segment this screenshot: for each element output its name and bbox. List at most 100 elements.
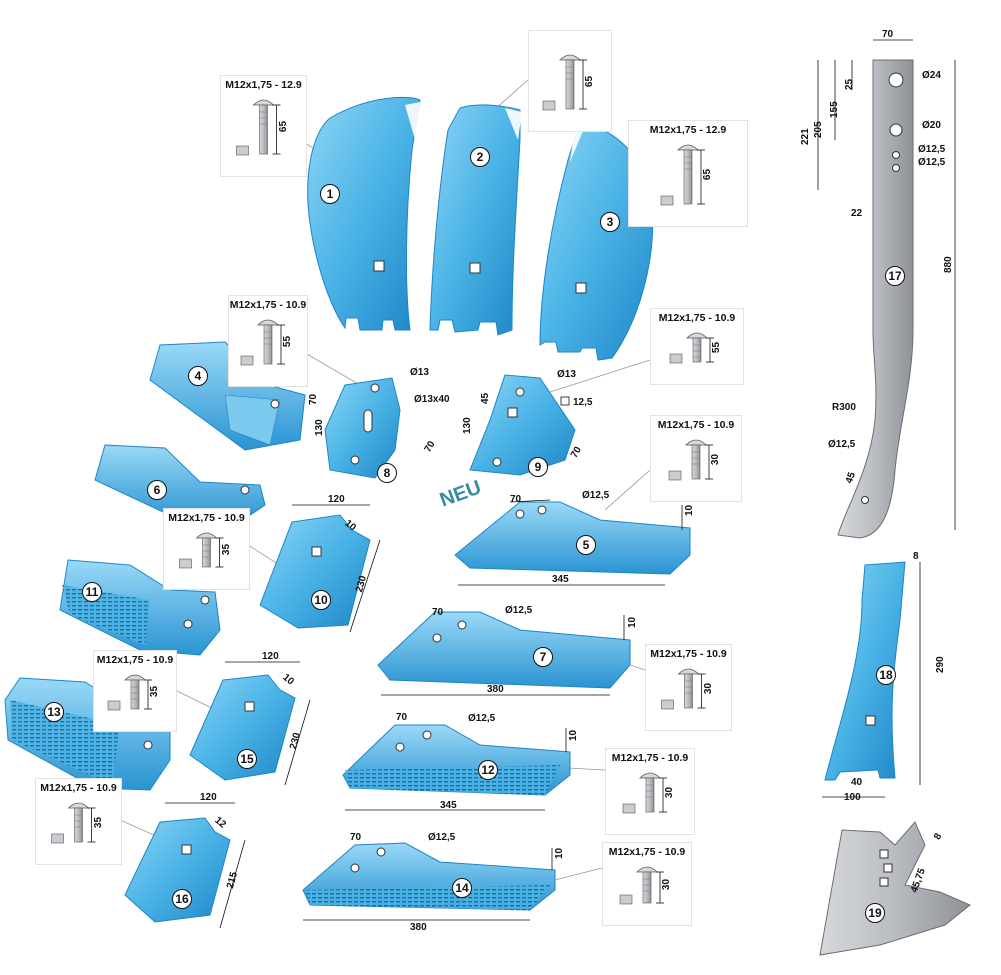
p7-hole-label: Ø12,5: [505, 605, 533, 616]
p16-w-label: 120: [200, 792, 217, 803]
p18-w1-label: 40: [851, 777, 863, 788]
p14-len-label: 380: [410, 922, 427, 933]
part-badge-circle: [147, 480, 167, 500]
p9-square-label: 12,5: [573, 397, 593, 408]
bolt-spec-label: M12x1,75 - 12.9: [649, 124, 727, 136]
part-number-label: 16: [175, 892, 189, 906]
point-8: [324, 377, 401, 479]
bolt-icon: [236, 99, 281, 156]
part-number-label: 3: [607, 215, 614, 229]
p17-r-label: R300: [832, 402, 856, 413]
p7-len-label: 380: [487, 684, 504, 695]
p7-thick-label: 10: [627, 616, 638, 628]
bolt-spec-label: M12x1,75 - 10.9: [40, 782, 117, 794]
part-badge-circle: [311, 590, 331, 610]
share-6: [94, 444, 266, 523]
p5-thick-label: 10: [684, 504, 695, 516]
bolt-icon: [669, 332, 714, 364]
part-badge-circle: [320, 184, 340, 204]
p9-h2-label: 130: [462, 417, 473, 434]
bolt-length-label: 30: [710, 453, 722, 465]
shin-16: [124, 817, 231, 923]
part-number-label: 12: [481, 763, 495, 777]
part-number-label: 15: [240, 752, 254, 766]
part-badge-7: 7: [533, 647, 553, 667]
bolt-spec-label: M12x1,75 - 10.9: [657, 419, 735, 431]
p17-len-label: 880: [943, 256, 954, 273]
bolt-icon: [51, 802, 96, 844]
p17-d-label: 221: [800, 128, 811, 145]
bolt-leader-line: [554, 867, 603, 881]
part-badge-circle: [600, 212, 620, 232]
part-number-label: 6: [154, 483, 161, 497]
part-number-label: 13: [47, 705, 61, 719]
part-badge-12: 12: [478, 760, 498, 780]
p19-t-label: 8: [932, 831, 945, 842]
p17-dl-label: Ø12,5: [828, 439, 856, 450]
part-badge-circle: [452, 878, 472, 898]
bolt-icon: [619, 866, 664, 905]
p7-pitch-label: 70: [432, 607, 444, 618]
part-number-label: 14: [455, 881, 469, 895]
p18-w2-label: 100: [844, 792, 861, 803]
part-badge-circle: [377, 463, 397, 483]
p12-pitch-label: 70: [396, 712, 408, 723]
part-badge-circle: [172, 889, 192, 909]
p9-w-label: 70: [569, 445, 584, 461]
part-badge-circle: [885, 266, 905, 286]
bolt-spec-label: M12x1,75 - 10.9: [96, 654, 174, 666]
p12-thick-label: 10: [568, 729, 579, 741]
bolt-length-label: 65: [277, 120, 289, 133]
part-number-label: 18: [879, 668, 893, 682]
bolt-callout: M12x1,75 - 10.9 30: [650, 415, 742, 502]
part-badge-circle: [478, 760, 498, 780]
bolt-spec-label: M12x1,75 - 10.9: [229, 299, 307, 311]
part-number-label: 2: [477, 150, 484, 164]
part-badge-15: 15: [237, 749, 257, 769]
p17-l45-label: 45: [844, 470, 858, 485]
bolt-length-label: 35: [92, 816, 104, 828]
part-badge-16: 16: [172, 889, 192, 909]
bolt-length-label: 35: [220, 543, 232, 556]
p18-t-label: 8: [913, 551, 919, 562]
moldboard-2: [429, 104, 522, 336]
p17-c-label: 205: [813, 121, 824, 138]
bolt-length-label: 30: [661, 878, 673, 891]
bolt-length-label: 65: [584, 75, 596, 88]
bolt-leader-line: [299, 349, 361, 386]
bolt-icon: [179, 532, 224, 569]
part-badge-circle: [576, 535, 596, 555]
point-9: [469, 374, 576, 476]
part-badge-3: 3: [600, 212, 620, 232]
shin-10: [259, 514, 371, 629]
bolt-callout: M12x1,75 - 10.9 35: [35, 778, 122, 865]
bolt-length-label: 65: [702, 168, 714, 180]
duckfoot-19: [819, 821, 971, 956]
bolt-icon: [661, 668, 706, 710]
p17-width-label: 70: [882, 29, 894, 40]
part-badge-circle: [188, 366, 208, 386]
moldboard-1: [307, 96, 421, 331]
p9-square-symbol: [560, 396, 570, 406]
part-badge-4: 4: [188, 366, 208, 386]
p5-hole-label: Ø12,5: [582, 490, 610, 501]
p8-w-label: 70: [423, 439, 438, 455]
p14-thick-label: 10: [554, 847, 565, 859]
part-number-label: 9: [535, 460, 542, 474]
part-number-label: 7: [540, 650, 547, 664]
part-badge-13: 13: [44, 702, 64, 722]
part-badge-circle: [865, 903, 885, 923]
bolt-icon: [668, 439, 713, 481]
bolt-icon: [107, 674, 152, 711]
p8-h1-label: 70: [308, 393, 319, 405]
p14-hole-label: Ø12,5: [428, 832, 456, 843]
p16-h-label: 215: [225, 870, 240, 889]
bolt-leader-line: [567, 767, 606, 771]
standard-17: [837, 59, 914, 539]
